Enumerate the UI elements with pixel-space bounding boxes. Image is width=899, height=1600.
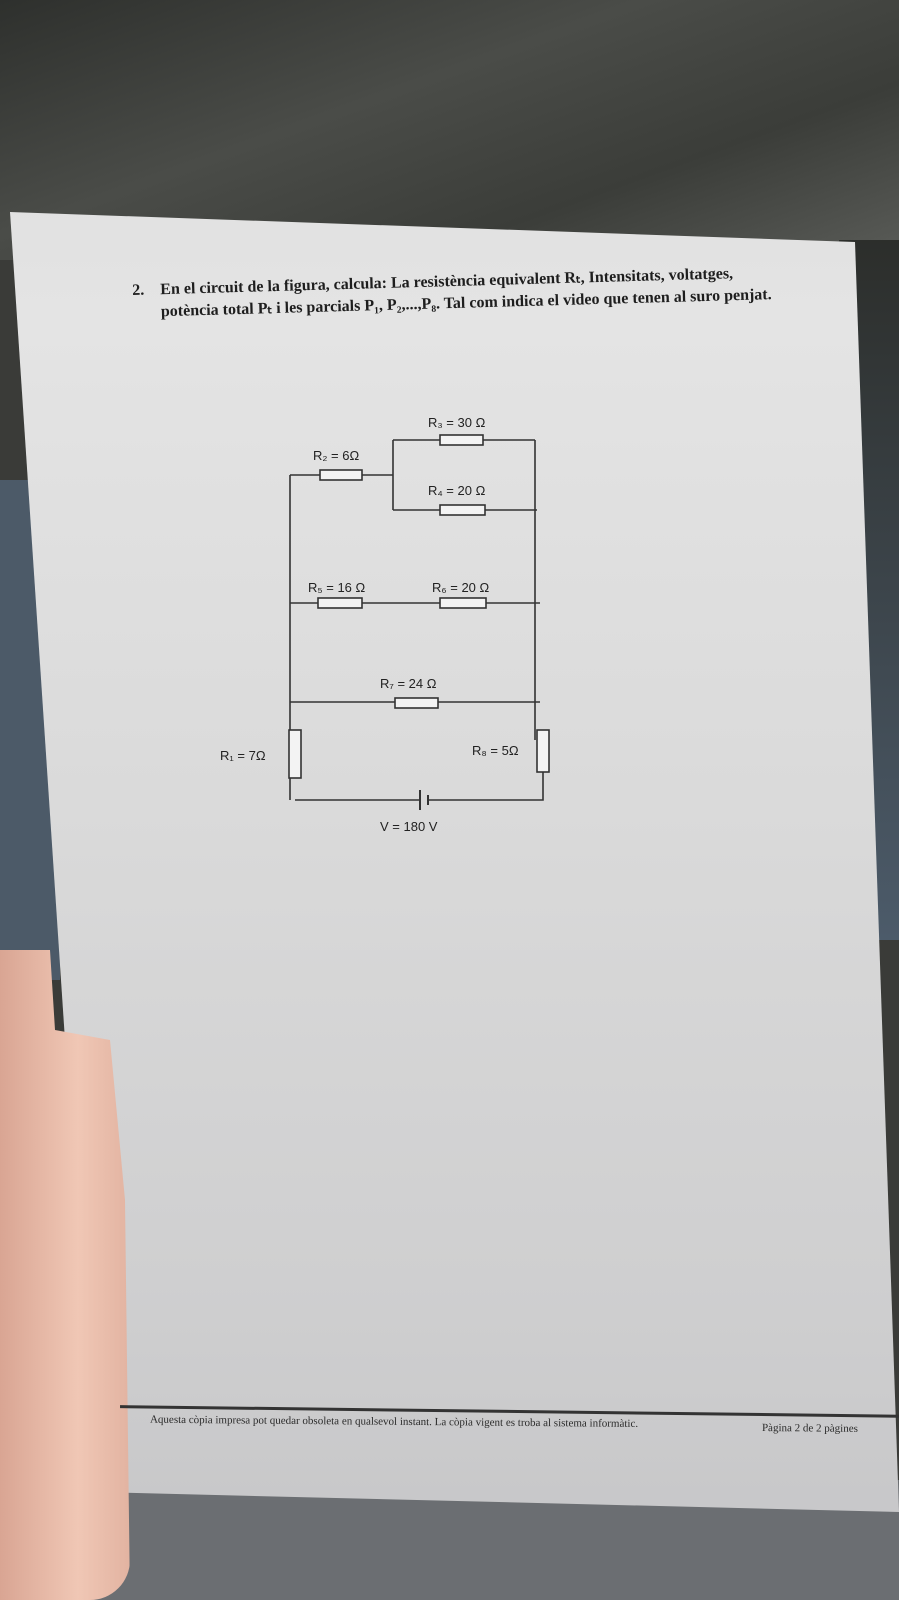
resistor-r8	[536, 729, 550, 773]
label-r4: R₄ = 20 Ω	[428, 483, 486, 498]
label-r6: R₆ = 20 Ω	[432, 580, 490, 595]
label-r8: R₈ = 5Ω	[472, 743, 519, 758]
label-r1: R₁ = 7Ω	[220, 748, 266, 763]
label-r5: R₅ = 16 Ω	[308, 580, 366, 595]
resistor-r1	[288, 729, 302, 779]
resistor-r4	[439, 504, 486, 516]
resistor-r5	[317, 597, 363, 609]
hand	[0, 950, 130, 1600]
label-voltage: V = 180 V	[380, 819, 438, 834]
label-r2: R₂ = 6Ω	[313, 448, 359, 463]
label-r3: R₃ = 30 Ω	[428, 415, 486, 430]
background-fabric	[0, 0, 899, 260]
page-number: Pàgina 2 de 2 pàgines	[761, 1422, 858, 1435]
resistor-r3	[439, 434, 484, 446]
resistor-r7	[394, 697, 439, 709]
resistor-r2	[319, 469, 363, 481]
label-r7: R₇ = 24 Ω	[380, 676, 437, 691]
resistor-r6	[439, 597, 487, 609]
